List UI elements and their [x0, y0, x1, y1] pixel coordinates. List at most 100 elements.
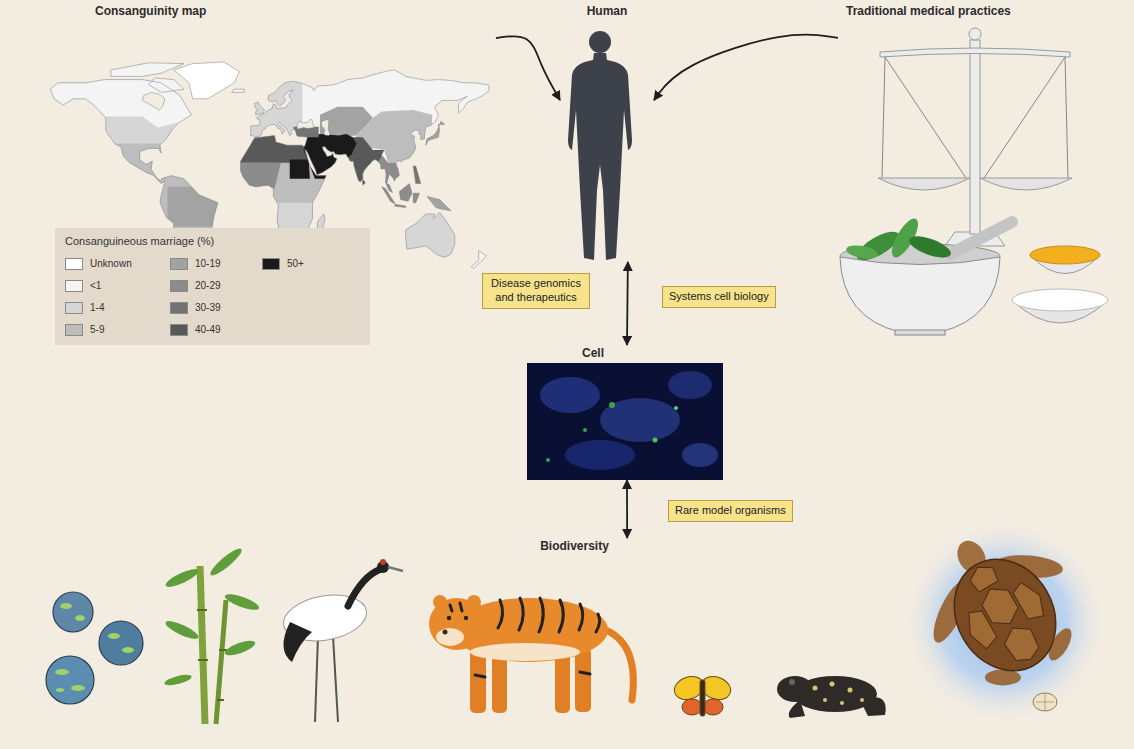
butterfly: [700, 680, 705, 716]
tiger: [559, 600, 563, 632]
sea-turtle: [894, 503, 1108, 715]
balance-scale: [878, 178, 970, 190]
balance-scale: [880, 48, 1070, 57]
tiger: [450, 598, 600, 677]
diatoms: [55, 669, 69, 675]
topic-box: Rare model organisms: [668, 500, 793, 522]
cell-micrograph: [527, 363, 723, 480]
tiger: [470, 643, 580, 661]
legend-text: 5-9: [90, 324, 104, 336]
crane: [280, 559, 403, 722]
mortar-and-pestle: [950, 222, 1012, 254]
heading-text: Cell: [582, 345, 727, 361]
bamboo: [163, 545, 260, 687]
islands: [426, 121, 445, 145]
islands: [406, 212, 455, 257]
legend-swatch: [170, 302, 188, 314]
cell-micrograph: [600, 398, 680, 442]
sea-turtle: [1036, 694, 1054, 710]
cell-micrograph: [674, 406, 678, 410]
legend-swatch: [65, 280, 83, 292]
sea-turtle: [966, 561, 1000, 593]
heading-text: Human: [560, 3, 654, 19]
heading-text: Biodiversity: [35, 538, 1114, 554]
topic-box: Systems cell biology: [662, 286, 776, 308]
cell-micrograph: [609, 402, 615, 408]
connector-arrow: [654, 35, 838, 101]
bamboo: [217, 699, 224, 701]
frog: [823, 698, 827, 702]
islands: [413, 166, 421, 184]
crane: [380, 559, 386, 565]
tiger: [539, 598, 543, 632]
sea-turtle: [943, 547, 1065, 679]
sea-turtle: [1033, 693, 1057, 711]
balance-scale: [885, 57, 966, 178]
tiger: [600, 628, 633, 700]
tiger: [498, 600, 503, 628]
tiger: [460, 603, 462, 611]
consanguinity-shading: [302, 134, 356, 179]
frog: [813, 682, 865, 706]
tiger: [519, 598, 523, 630]
human-figure: Human: [560, 3, 654, 262]
balance-scale: [882, 57, 885, 178]
islands: [232, 89, 245, 92]
crane: [388, 567, 403, 571]
legend-swatch: [65, 258, 83, 270]
bamboo: [163, 545, 260, 724]
frog: [777, 676, 886, 718]
tiger: [443, 630, 448, 635]
bamboo: [219, 649, 227, 651]
diatoms: [108, 633, 120, 639]
tiger: [429, 598, 485, 650]
diatoms: [60, 603, 72, 609]
frog: [830, 682, 835, 687]
butterfly: [682, 699, 702, 715]
cell-micrograph: [668, 371, 712, 399]
legend-swatch: [170, 258, 188, 270]
crane: [283, 622, 312, 662]
coastline: [251, 70, 489, 192]
bamboo: [164, 566, 201, 590]
human-silhouette: [589, 31, 611, 53]
balance-scale: [878, 28, 1072, 246]
inland-sea: [142, 92, 165, 110]
cell-micrograph: [546, 458, 550, 462]
islands: [174, 62, 240, 99]
legend-text: 50+: [287, 258, 304, 270]
human-silhouette: [568, 53, 632, 260]
spice-bowls: [1012, 289, 1108, 311]
legend-text: 40-49: [195, 324, 221, 336]
bamboo: [223, 638, 256, 658]
mortar-and-pestle: [895, 330, 945, 335]
consanguinity-shading: [247, 80, 302, 139]
sea-turtle: [1011, 578, 1050, 624]
islands: [471, 251, 486, 269]
sea-turtle: [985, 669, 1021, 685]
frog: [777, 676, 813, 702]
frog: [789, 679, 795, 685]
bamboo: [207, 545, 244, 578]
tiger: [579, 604, 583, 630]
tiger: [464, 616, 468, 620]
consanguinity-shading: [239, 135, 307, 163]
frog: [848, 688, 853, 693]
crane: [333, 636, 338, 722]
sea-turtle: [1000, 620, 1044, 666]
balance-scale: [980, 178, 1072, 190]
islands: [427, 196, 451, 210]
crane: [348, 569, 381, 606]
medicine-panel: Traditional medical practices: [838, 3, 1119, 335]
cell-panel: Cell: [527, 345, 727, 480]
cell-micrograph: [565, 440, 635, 470]
crane: [315, 636, 318, 722]
legend-title: Consanguineous marriage (%): [65, 235, 214, 247]
connector-arrow: [626, 262, 629, 345]
mortar-and-pestle: [907, 232, 954, 262]
bamboo: [163, 673, 192, 688]
mortar-and-pestle: [845, 243, 879, 260]
inland-sea: [321, 120, 330, 136]
